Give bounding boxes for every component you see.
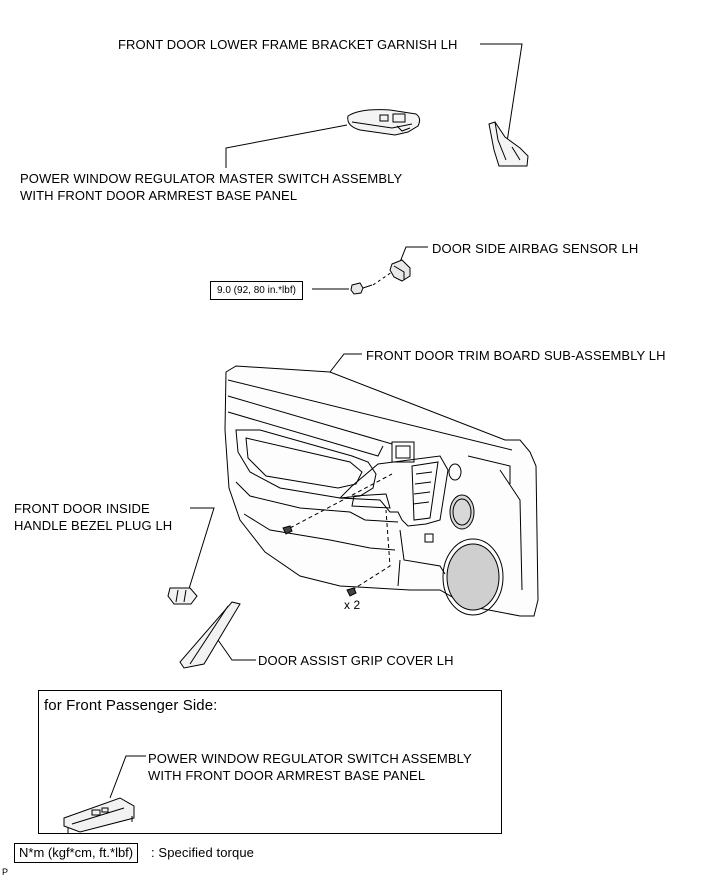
passenger-switch-label-line1: POWER WINDOW REGULATOR SWITCH ASSEMBLY bbox=[148, 751, 472, 766]
leader-assist-grip bbox=[217, 639, 256, 661]
leader-trim-board bbox=[329, 353, 362, 373]
passenger-side-panel bbox=[38, 690, 502, 834]
garnish-part bbox=[488, 121, 529, 167]
master-switch-label-line2: WITH FRONT DOOR ARMREST BASE PANEL bbox=[20, 188, 298, 203]
leader-airbag-sensor bbox=[399, 246, 428, 263]
passenger-switch-part bbox=[63, 797, 135, 834]
assist-grip-label: DOOR ASSIST GRIP COVER LH bbox=[258, 653, 454, 668]
screw-count-label: x 2 bbox=[344, 598, 361, 612]
screw-lower-part bbox=[346, 587, 357, 597]
airbag-sensor-label: DOOR SIDE AIRBAG SENSOR LH bbox=[432, 241, 639, 256]
bezel-plug-label-line2: HANDLE BEZEL PLUG LH bbox=[14, 518, 173, 533]
screw-upper-part bbox=[282, 525, 293, 535]
bezel-plug-label-line1: FRONT DOOR INSIDE bbox=[14, 501, 150, 516]
garnish-label: FRONT DOOR LOWER FRAME BRACKET GARNISH L… bbox=[118, 37, 458, 52]
leader-master-switch bbox=[225, 124, 348, 168]
leader-bezel-plug bbox=[187, 507, 215, 593]
corner-mark: P bbox=[2, 867, 9, 877]
assist-grip-part bbox=[179, 601, 241, 669]
passenger-switch-label-line2: WITH FRONT DOOR ARMREST BASE PANEL bbox=[148, 768, 426, 783]
torque-unit-legend-box: N*m (kgf*cm, ft.*lbf) bbox=[14, 843, 139, 863]
bolt-part bbox=[350, 282, 373, 295]
torque-unit-legend-desc: : Specified torque bbox=[151, 845, 254, 860]
master-switch-part bbox=[347, 109, 421, 136]
torque-spec-box: 9.0 (92, 80 in.*lbf) bbox=[210, 281, 303, 300]
trim-board-label: FRONT DOOR TRIM BOARD SUB-ASSEMBLY LH bbox=[366, 348, 666, 363]
bezel-plug-part bbox=[167, 587, 198, 605]
airbag-sensor-part bbox=[389, 259, 411, 282]
master-switch-label-line1: POWER WINDOW REGULATOR MASTER SWITCH ASS… bbox=[20, 171, 403, 186]
leader-garnish bbox=[480, 43, 523, 143]
leader-passenger-switch bbox=[109, 755, 146, 799]
passenger-side-title: for Front Passenger Side: bbox=[44, 697, 218, 714]
trim-board-part bbox=[224, 365, 539, 617]
